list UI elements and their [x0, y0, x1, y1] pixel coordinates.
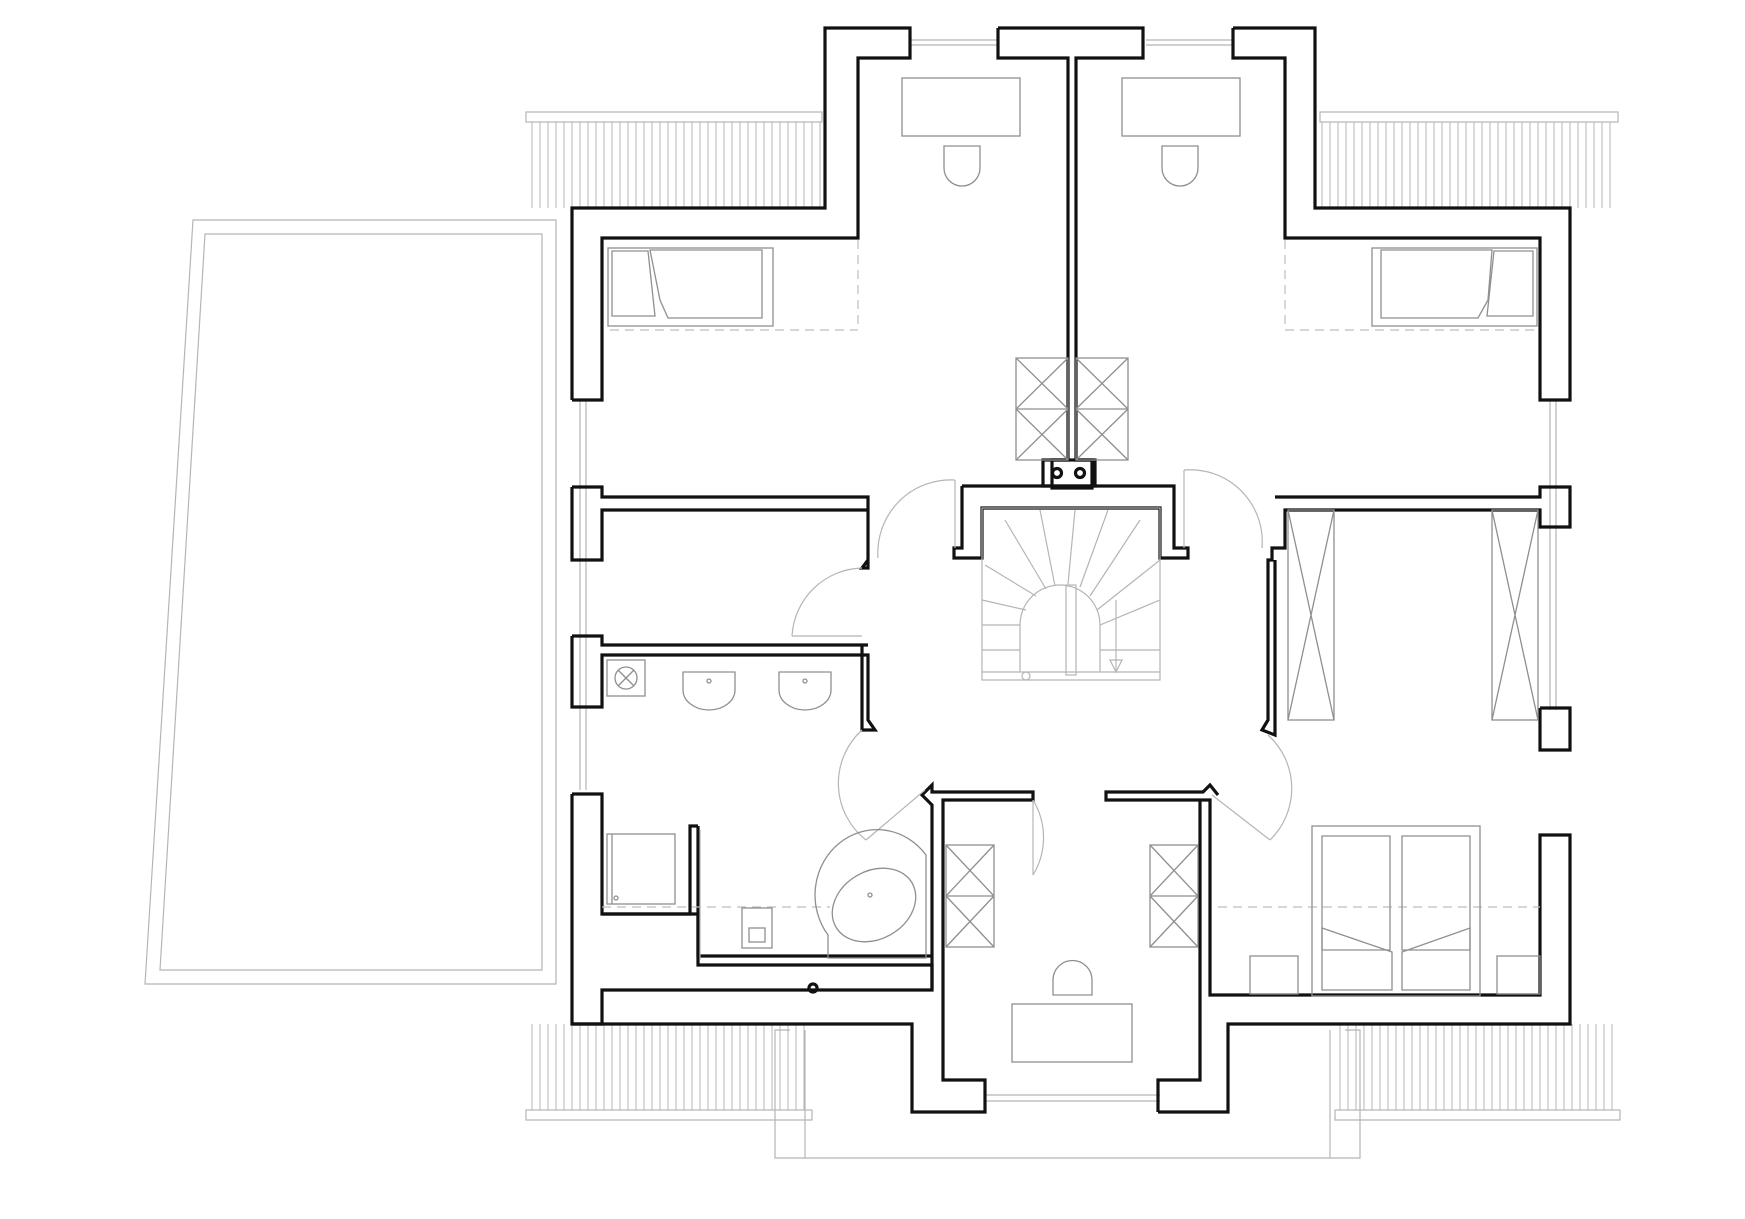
roof-slats-top-right: [1319, 111, 1619, 208]
chimney: [1041, 458, 1097, 488]
desk-top-left: [901, 77, 1021, 187]
desk-top-right: [1121, 77, 1241, 187]
bottom-balcony: [774, 1029, 1361, 1159]
eaves-dashed-lines: [602, 240, 1540, 908]
single-bed-left: [607, 247, 774, 327]
dormer-window-sills: [579, 39, 1557, 1102]
floor-drain: [807, 982, 819, 994]
bathroom-upper: [606, 659, 832, 711]
single-bed-right: [1371, 247, 1538, 327]
wardrobes: [945, 357, 1539, 948]
bathroom-lower: [606, 829, 927, 960]
door-swings: [791, 469, 1293, 876]
roof-slats-bottom-right: [1334, 1024, 1621, 1121]
staircase: [981, 507, 1161, 681]
roof-slats-bottom-left: [525, 1024, 813, 1121]
double-bed: [1249, 825, 1541, 997]
exterior-walls: [570, 26, 1572, 1114]
terrace-outline: [144, 219, 557, 985]
desk-bottom: [1011, 959, 1133, 1063]
roof-slats-top-left: [525, 111, 823, 208]
